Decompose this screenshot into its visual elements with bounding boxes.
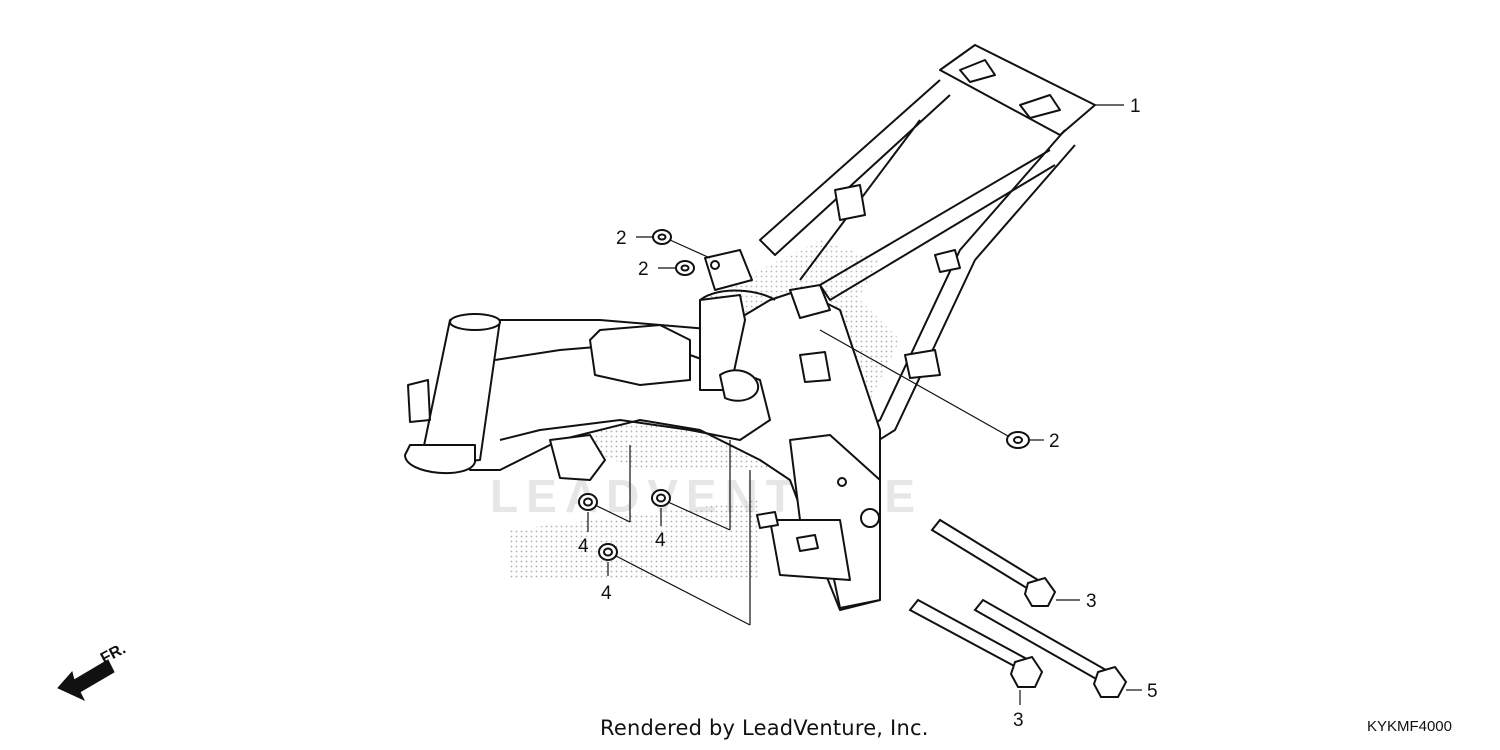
front-direction-indicator: FR. xyxy=(57,640,129,702)
callouts: 1 2 2 2 3 3 4 4 4 5 xyxy=(578,96,1158,731)
bolt-3b xyxy=(908,598,1044,688)
fasteners xyxy=(578,229,1030,561)
callout-4c: 4 xyxy=(601,583,612,604)
bolt-5 xyxy=(973,598,1128,698)
callout-2b: 2 xyxy=(638,259,649,280)
callout-2a: 2 xyxy=(616,228,627,249)
bolt-3a xyxy=(930,518,1057,607)
callout-3b: 3 xyxy=(1013,710,1024,731)
callout-4b: 4 xyxy=(655,530,666,551)
callout-3a: 3 xyxy=(1086,591,1097,612)
footer-credit: Rendered by LeadVenture, Inc. xyxy=(600,716,929,740)
callout-2c: 2 xyxy=(1049,431,1060,452)
leader-lines xyxy=(587,104,1142,705)
front-arrow-icon xyxy=(57,659,115,702)
bolts xyxy=(908,518,1128,698)
callout-5: 5 xyxy=(1147,681,1158,702)
callout-1: 1 xyxy=(1130,96,1141,117)
main-frame-part xyxy=(404,44,1096,611)
callout-4a: 4 xyxy=(578,536,589,557)
diagram-code: KYKMF4000 xyxy=(1366,718,1452,735)
